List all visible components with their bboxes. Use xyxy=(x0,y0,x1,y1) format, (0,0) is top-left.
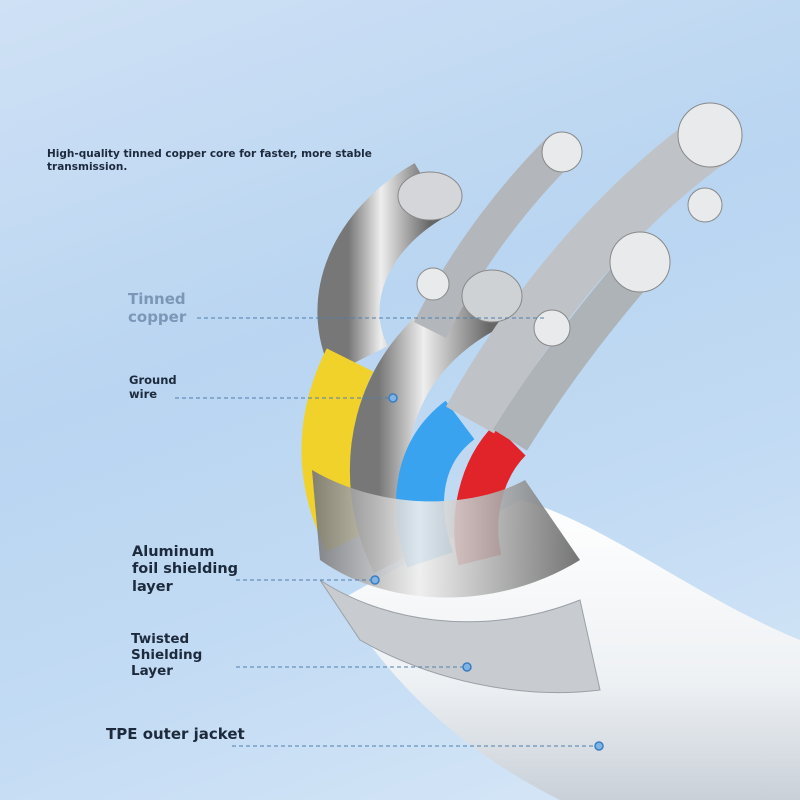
label-foil-shielding: Aluminum foil shielding layer xyxy=(132,544,238,596)
label-line: Layer xyxy=(131,663,173,680)
label-line: Shielding xyxy=(131,647,203,664)
label-ground-wire: Ground wire xyxy=(129,373,177,402)
pointer-dot xyxy=(388,393,398,403)
label-line: Twisted xyxy=(131,631,190,647)
label-line: wire xyxy=(129,386,158,401)
label-twisted-shielding: Twisted Shielding Layer xyxy=(131,631,202,680)
label-tpe-jacket: TPE outer jacket xyxy=(106,725,245,743)
label-tinned-copper: Tinned copper xyxy=(128,290,186,326)
pointer-dot xyxy=(370,575,380,585)
label-line: Ground xyxy=(129,373,177,387)
strands xyxy=(445,117,727,434)
foil-ring xyxy=(312,470,580,598)
label-line: Tinned xyxy=(128,290,186,308)
label-line: copper xyxy=(128,308,187,326)
label-line: Aluminum xyxy=(132,544,215,560)
label-line: foil shielding xyxy=(132,561,239,578)
pointer-dot xyxy=(594,741,604,751)
intro-text: High-quality tinned copper core for fast… xyxy=(47,148,372,173)
pointer-dot xyxy=(462,662,472,672)
label-line: layer xyxy=(132,578,173,595)
twisted-shield xyxy=(319,579,601,694)
